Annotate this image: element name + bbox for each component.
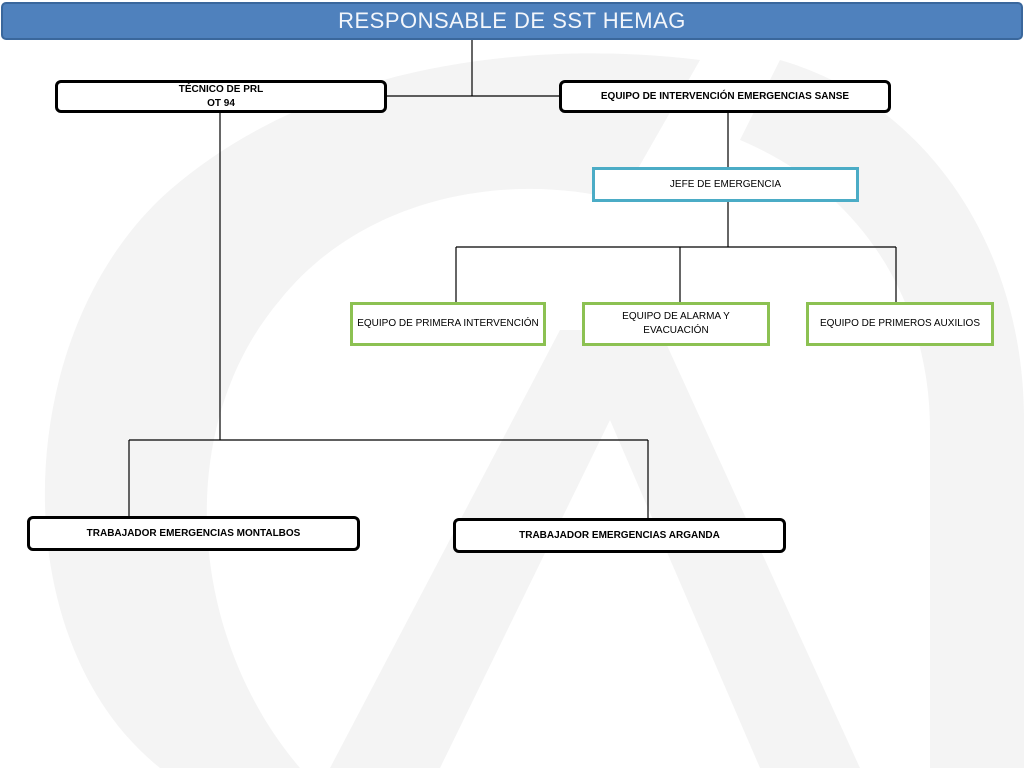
equipo-intervencion-sanse-label: EQUIPO DE INTERVENCIÓN EMERGENCIAS SANSE: [600, 90, 850, 102]
equipo-primeros-auxilios-label: EQUIPO DE PRIMEROS AUXILIOS: [819, 318, 981, 329]
jefe-emergencia-label: JEFE DE EMERGENCIA: [669, 178, 782, 190]
equipo-primera-intervencion-box: EQUIPO DE PRIMERA INTERVENCIÓN: [350, 302, 546, 346]
trabajador-montalbos-box: TRABAJADOR EMERGENCIAS MONTALBOS: [27, 516, 360, 551]
tecnico-prl-label: TÉCNICO DE PRL: [178, 83, 264, 95]
equipo-primera-intervencion-label: EQUIPO DE PRIMERA INTERVENCIÓN: [357, 318, 539, 329]
chart-title: RESPONSABLE DE SST HEMAG: [338, 8, 686, 33]
trabajador-arganda-box: TRABAJADOR EMERGENCIAS ARGANDA: [453, 518, 786, 553]
jefe-emergencia-box: JEFE DE EMERGENCIA: [592, 167, 859, 202]
watermark-logo-shape: [44, 53, 1024, 768]
equipo-alarma-evacuacion-box: EQUIPO DE ALARMA Y EVACUACIÓN: [582, 302, 770, 346]
chart-title-box: RESPONSABLE DE SST HEMAG: [1, 2, 1023, 40]
equipo-intervencion-sanse-box: EQUIPO DE INTERVENCIÓN EMERGENCIAS SANSE: [559, 80, 891, 113]
tecnico-prl-box: TÉCNICO DE PRL OT 94: [55, 80, 387, 113]
equipo-primeros-auxilios-box: EQUIPO DE PRIMEROS AUXILIOS: [806, 302, 994, 346]
tecnico-prl-code: OT 94: [207, 97, 235, 109]
trabajador-arganda-label: TRABAJADOR EMERGENCIAS ARGANDA: [519, 529, 720, 541]
equipo-alarma-evacuacion-line1: EQUIPO DE ALARMA Y: [622, 311, 730, 322]
trabajador-montalbos-label: TRABAJADOR EMERGENCIAS MONTALBOS: [86, 527, 301, 539]
equipo-alarma-evacuacion-line2: EVACUACIÓN: [643, 325, 709, 336]
